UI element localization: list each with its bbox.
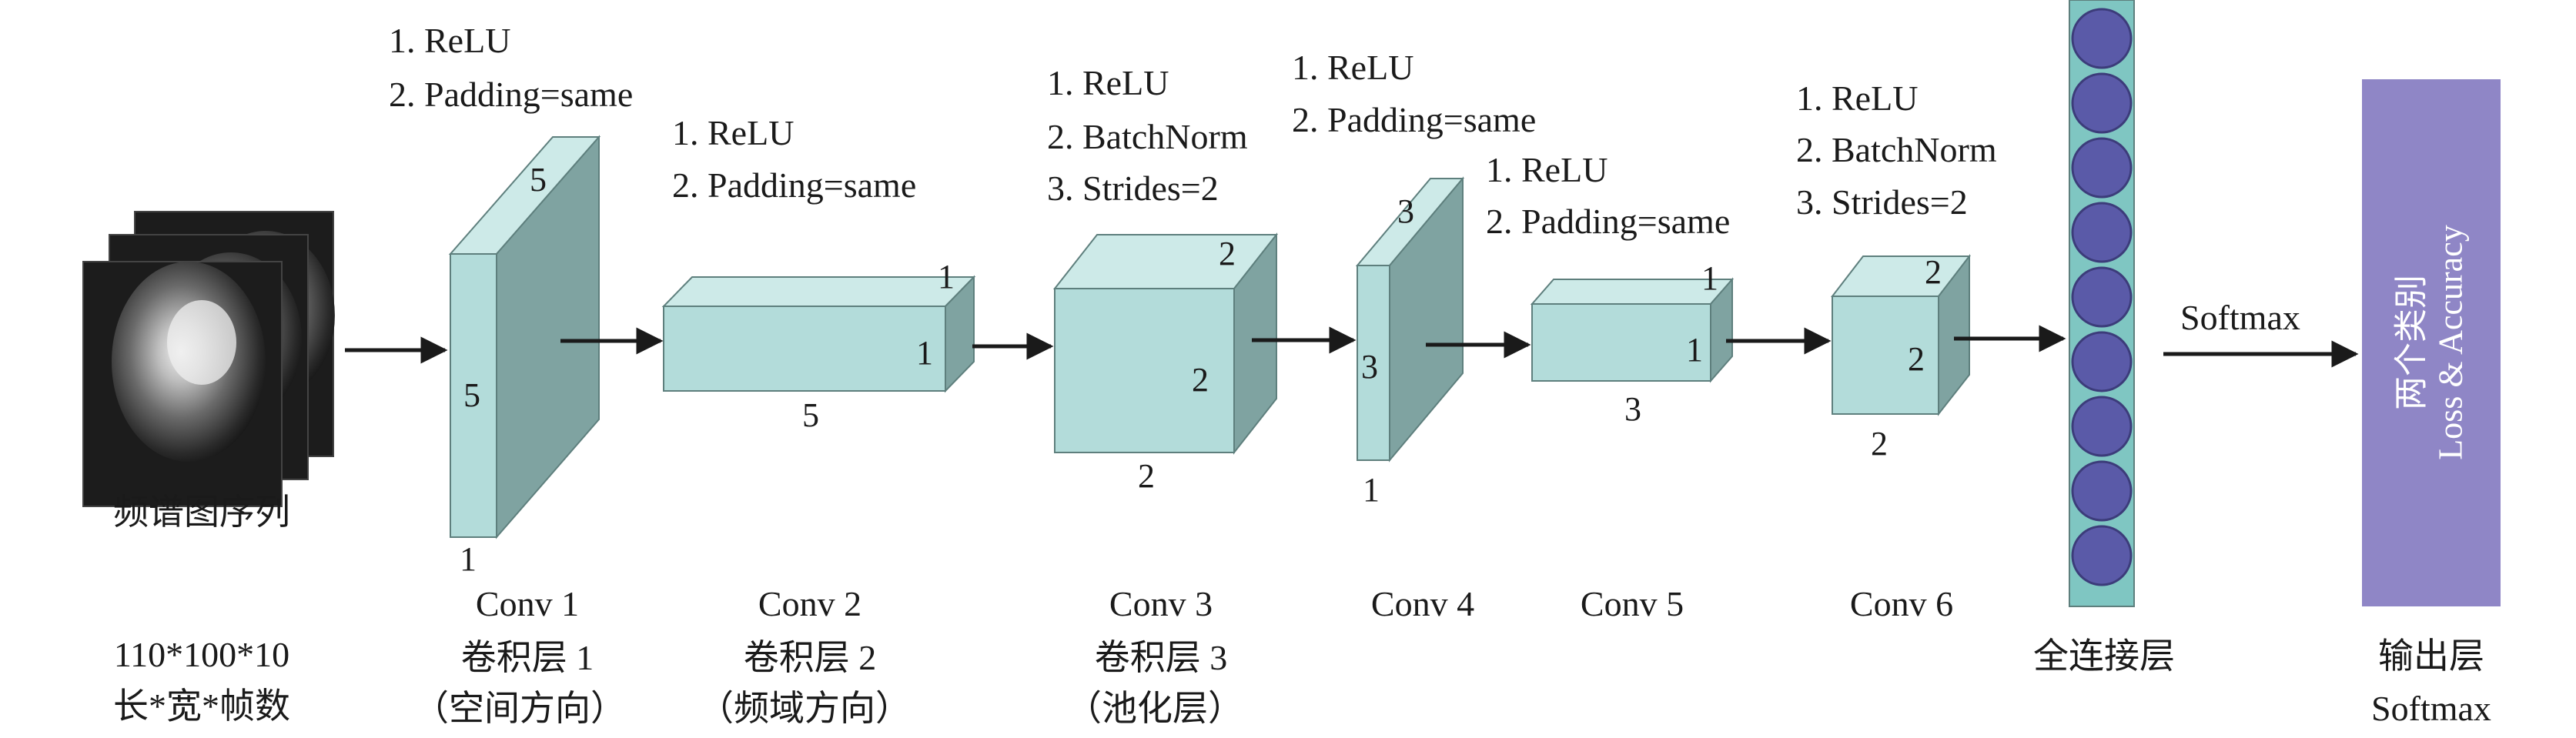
fc-caption: 全连接层 [2033,636,2175,676]
conv3-front-face [1054,288,1235,453]
conv4-param-2: 2. Padding=same [1292,100,1537,139]
conv3-note: （池化层） [1066,689,1243,728]
conv3-block [1052,232,1279,455]
conv3-height-label: 2 [1192,361,1209,399]
conv6-param-1: 1. ReLU [1796,78,1919,118]
conv1-height-label: 5 [463,376,480,414]
conv1-param-1: 1. ReLU [389,21,511,60]
conv1-cn: 卷积层 1 [460,638,594,677]
conv2-depth-label: 1 [938,258,955,296]
conv3-param-1: 1. ReLU [1047,63,1169,102]
fully-connected-layer [2069,0,2135,607]
conv2-front-face [663,306,946,392]
conv1-note: （空间方向） [413,689,626,728]
output-box [2362,79,2501,606]
fc-neuron [2071,8,2133,69]
conv6-front-face [1832,296,1939,415]
conv5-depth-label: 1 [1701,259,1718,297]
conv6-height-label: 2 [1908,340,1925,378]
output-caption-1: 输出层 [2378,636,2484,676]
input-size: 110*100*10 [113,635,290,674]
flow-arrows [345,325,2359,368]
conv2-cn: 卷积层 2 [743,638,877,677]
conv2-block [661,275,976,393]
conv2-param-1: 1. ReLU [672,113,795,152]
conv5-name: Conv 5 [1580,584,1684,623]
conv3-name: Conv 3 [1109,584,1213,623]
conv4-block [1355,176,1465,463]
conv6-param-2: 2. BatchNorm [1796,130,1997,169]
conv4-name: Conv 4 [1370,584,1475,623]
conv2-top-face [661,276,976,307]
conv1-front-face [450,253,497,538]
conv4-param-1: 1. ReLU [1292,48,1414,87]
conv2-param-2: 2. Padding=same [672,165,917,205]
conv2-name: Conv 2 [758,584,862,623]
conv3-depth-label: 2 [1219,235,1236,272]
fc-neuron [2071,202,2133,263]
conv5-param-1: 1. ReLU [1486,150,1608,189]
output-box-text: 两个类别 Loss & Accuracy [2392,225,2470,459]
fc-neuron [2071,137,2133,199]
conv3-param-3: 3. Strides=2 [1047,169,1219,208]
conv1-width-label: 1 [460,540,477,578]
conv3-param-2: 2. BatchNorm [1047,117,1248,156]
output-box-line1: 两个类别 [2392,275,2430,410]
output-box-line2: Loss & Accuracy [2431,225,2469,460]
input-spectrogram-stack [82,211,335,507]
fc-neuron [2071,525,2133,586]
fc-neuron [2071,266,2133,328]
conv4-depth-label: 3 [1397,192,1414,230]
conv3-width-label: 2 [1138,457,1155,495]
input-caption: 频谱图序列 [113,493,290,532]
conv6-param-3: 3. Strides=2 [1796,182,1968,222]
conv5-height-label: 1 [1686,331,1703,369]
conv4-height-label: 3 [1361,348,1378,386]
conv6-name: Conv 6 [1849,584,1954,623]
fc-neuron [2071,331,2133,392]
conv5-front-face [1531,303,1711,382]
conv6-width-label: 2 [1871,425,1888,463]
conv6-depth-label: 2 [1925,253,1942,291]
conv1-depth-label: 5 [530,161,547,199]
conv5-width-label: 3 [1624,390,1641,428]
conv1-param-2: 2. Padding=same [389,75,634,114]
conv1-name: Conv 1 [475,584,580,623]
fc-neuron [2071,396,2133,457]
spectrogram-peak-1 [167,300,236,385]
output-caption-2: Softmax [2371,689,2491,728]
conv5-param-2: 2. Padding=same [1486,202,1731,241]
conv2-height-label: 1 [916,334,933,372]
conv5-block [1530,277,1735,383]
conv2-note: （频域方向） [698,689,911,728]
input-size-desc: 长*宽*帧数 [113,686,290,726]
fc-neurons [2071,8,2133,586]
conv4-width-label: 1 [1363,471,1380,509]
conv3-cn: 卷积层 3 [1094,638,1228,677]
softmax-arrow-label: Softmax [2180,298,2300,337]
conv6-block [1830,254,1972,416]
conv1-block [448,135,601,539]
fc-neuron [2071,460,2133,522]
conv2-width-label: 5 [802,396,819,434]
conv4-front-face [1357,265,1390,461]
fc-neuron [2071,72,2133,134]
